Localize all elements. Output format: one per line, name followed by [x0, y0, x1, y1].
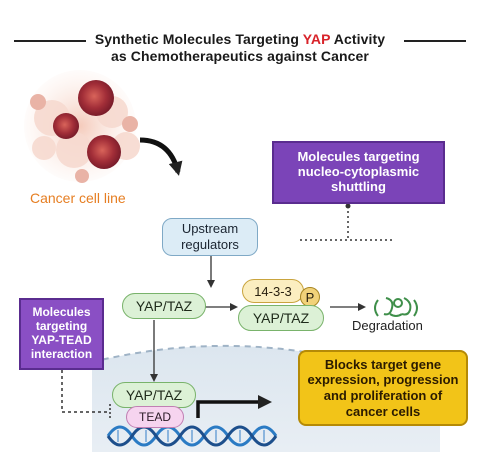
- tead-interaction-molecules-box: Molecules targeting YAP-TEAD interaction: [19, 298, 104, 370]
- shuttling-molecules-box: Molecules targeting nucleo-cytoplasmic s…: [272, 141, 445, 204]
- title-line-1: Synthetic Molecules Targeting YAP Activi…: [94, 31, 386, 47]
- protein-14-3-3: 14-3-3: [242, 279, 304, 303]
- title-rule-right: [404, 40, 466, 42]
- yap-taz-cytoplasm: YAP/TAZ: [122, 293, 206, 319]
- cancer-cell-line-label: Cancer cell line: [30, 190, 126, 206]
- inhibit-tead-line: [61, 370, 108, 413]
- yap-taz-complex: YAP/TAZ: [238, 305, 324, 331]
- blocks-target-gene-box: Blocks target gene expression, progressi…: [298, 350, 468, 426]
- upstream-regulators-box: Upstream regulators: [162, 218, 258, 256]
- tead-protein: TEAD: [126, 406, 184, 428]
- cancer-cell-cluster: [24, 70, 140, 183]
- cancer-curved-arrow: [139, 137, 183, 176]
- transcription-arrow: [196, 395, 272, 418]
- phospho-p-badge: P: [300, 287, 320, 307]
- degradation-label: Degradation: [352, 318, 423, 333]
- title-line-2: as Chemotherapeutics against Cancer: [111, 48, 369, 64]
- yap-taz-nucleus: YAP/TAZ: [112, 382, 196, 408]
- degradation-fragments-icon: [374, 297, 418, 317]
- dna-helix: [106, 425, 278, 447]
- title-rule-left: [14, 40, 86, 42]
- title-highlight: YAP: [302, 31, 331, 47]
